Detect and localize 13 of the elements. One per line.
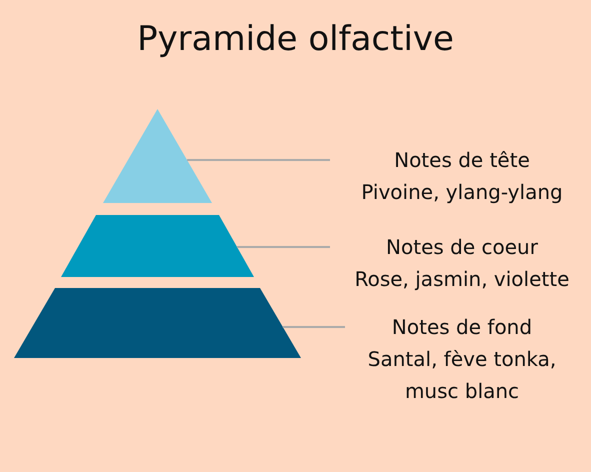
ingredient-list: Santal, fève tonka, musc blanc — [345, 343, 579, 407]
leader-line — [237, 246, 330, 248]
notes-heading: Notes de tête — [394, 147, 530, 174]
pyramid-top-tier — [103, 109, 212, 203]
pyramid-middle-tier — [61, 215, 254, 277]
notes-heading: Notes de fond — [392, 314, 532, 341]
leader-line — [187, 159, 330, 161]
ingredient-list: Rose, jasmin, violette — [354, 263, 570, 295]
diagram-title: Pyramide olfactive — [136, 18, 455, 61]
notes-heading: Notes de coeur — [386, 234, 538, 261]
pyramid-base-tier — [14, 288, 301, 358]
leader-line — [282, 326, 345, 328]
ingredient-list: Pivoine, ylang-ylang — [361, 176, 563, 208]
